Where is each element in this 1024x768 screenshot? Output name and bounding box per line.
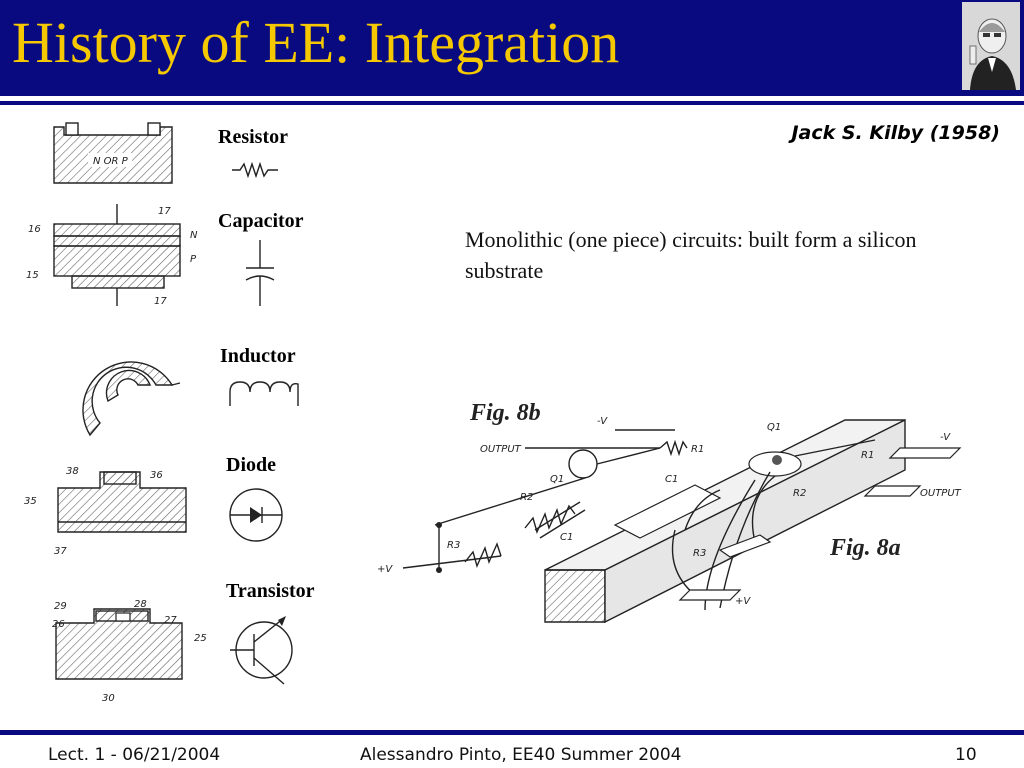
footer-lecture: Lect. 1 - 06/21/2004 <box>48 745 221 765</box>
slide-title: History of EE: Integration <box>12 10 620 75</box>
diode-symbol-icon <box>229 488 283 542</box>
diode-label: Diode <box>226 454 276 476</box>
svg-text:36: 36 <box>150 470 163 481</box>
svg-text:17: 17 <box>154 296 167 307</box>
title-bar <box>0 0 1024 96</box>
svg-text:15: 15 <box>26 270 39 281</box>
author-caption: Jack S. Kilby (1958) <box>791 122 1000 144</box>
svg-text:P: P <box>190 254 197 265</box>
svg-text:R3: R3 <box>693 548 706 559</box>
resistor-symbol-icon <box>232 161 278 179</box>
inductor-structure-drawing <box>82 361 181 437</box>
inductor-symbol-icon <box>229 381 299 406</box>
header-divider <box>0 101 1024 105</box>
svg-text:C1: C1 <box>665 474 678 485</box>
svg-text:OUTPUT: OUTPUT <box>920 488 962 499</box>
svg-text:28: 28 <box>134 599 147 610</box>
fig-8a-label: Fig. 8a <box>829 535 901 561</box>
kilby-patent-figure: Fig. 8b OUTPUT -V R1 Q1 R2 C1 R3 +V C1 Q… <box>377 400 962 624</box>
resistor-structure-drawing: N OR P <box>53 122 173 184</box>
transistor-structure-drawing: 29 28 27 26 25 30 <box>52 599 207 704</box>
page-number: 10 <box>955 745 977 765</box>
transistor-label: Transistor <box>226 580 315 602</box>
svg-text:R1: R1 <box>861 450 874 461</box>
svg-text:+V: +V <box>735 596 751 607</box>
svg-text:25: 25 <box>194 633 207 644</box>
svg-text:OUTPUT: OUTPUT <box>480 444 522 455</box>
svg-text:R2: R2 <box>520 492 533 503</box>
svg-text:Q1: Q1 <box>550 474 564 485</box>
svg-text:-V: -V <box>597 416 608 427</box>
slide-description: Monolithic (one piece) circuits: built f… <box>465 227 917 283</box>
diode-structure-drawing: 38 36 35 37 <box>24 466 187 557</box>
svg-text:R2: R2 <box>793 488 806 499</box>
svg-text:30: 30 <box>102 693 115 704</box>
svg-text:-V: -V <box>940 432 951 443</box>
capacitor-symbol-icon <box>245 240 275 306</box>
resistor-label: Resistor <box>218 126 288 148</box>
transistor-symbol-icon <box>230 616 293 685</box>
svg-text:N OR P: N OR P <box>93 156 129 167</box>
fig-8b-label: Fig. 8b <box>469 400 541 426</box>
svg-text:35: 35 <box>24 496 37 507</box>
svg-text:R1: R1 <box>691 444 704 455</box>
svg-text:16: 16 <box>28 224 41 235</box>
svg-text:27: 27 <box>164 615 177 626</box>
svg-text:C1: C1 <box>560 532 573 543</box>
svg-text:N: N <box>190 230 198 241</box>
footer-divider <box>0 730 1024 735</box>
svg-text:26: 26 <box>52 619 65 630</box>
svg-text:Q1: Q1 <box>767 422 781 433</box>
svg-text:29: 29 <box>54 601 67 612</box>
svg-text:R3: R3 <box>447 540 460 551</box>
svg-text:37: 37 <box>54 546 67 557</box>
footer-author: Alessandro Pinto, EE40 Summer 2004 <box>360 745 682 765</box>
inductor-label: Inductor <box>220 345 296 367</box>
svg-text:+V: +V <box>377 564 393 575</box>
capacitor-label: Capacitor <box>218 210 304 232</box>
svg-text:38: 38 <box>66 466 79 477</box>
svg-text:17: 17 <box>158 206 171 217</box>
kilby-portrait <box>962 2 1020 90</box>
capacitor-structure-drawing: 17 16 N P 15 17 <box>26 204 198 307</box>
